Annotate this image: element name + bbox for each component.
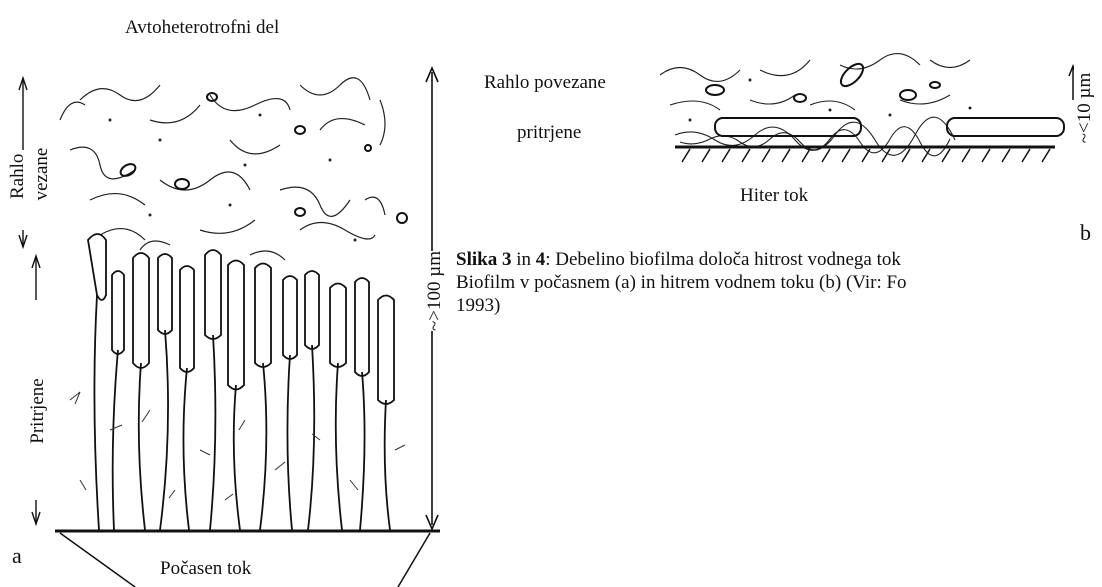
caption-bold-figure-4: 4 [536,249,546,270]
figure-a-bottom-label: Počasen tok [150,558,261,580]
figure-caption: Slika 3 in 4: Debelino biofilma določa h… [456,248,1102,317]
figure-a-thickness-label: ~>100 µm [424,251,446,331]
figure-a-drawing [0,0,460,587]
caption-text-1: : Debelino biofilma določa hitrost vodne… [545,249,901,270]
caption-line-1: Slika 3 in 4: Debelino biofilma določa h… [456,248,1102,271]
caption-mid: in [511,249,535,270]
figure-a-title: Avtoheterotrofni del [125,17,279,39]
figure-b-panel-letter: b [1080,222,1091,244]
figure-a-loose-label-line2: vezane [31,144,53,204]
figure-b-attached-label: pritrjene [517,122,581,144]
figure-a-loose-label-line1: Rahlo [7,155,29,199]
figure-b-bottom-label: Hiter tok [740,185,808,207]
figure-b-thickness-label: ~<10 µm [1074,63,1096,153]
figure-a-attached-label: Pritrjene [27,365,49,457]
figure-a-panel-letter: a [12,545,42,567]
caption-line-2: Biofilm v počasnem (a) in hitrem vodnem … [456,271,1102,294]
figure-b-loose-label: Rahlo povezane [484,72,606,94]
caption-line-3: 1993) [456,294,1102,317]
caption-bold-figure-3: Slika 3 [456,249,511,270]
